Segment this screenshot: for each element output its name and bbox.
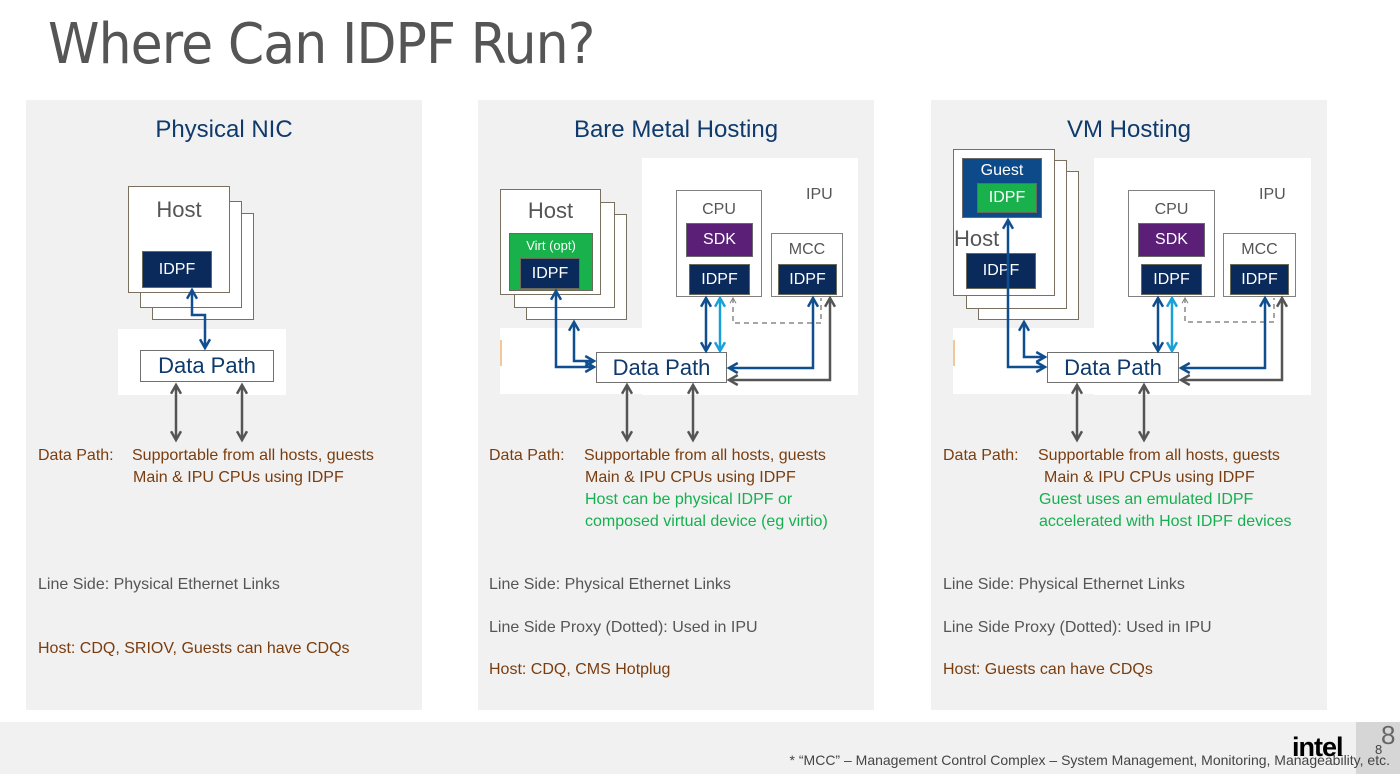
page-number-box xyxy=(1356,722,1400,774)
note-host: Host: Guests can have CDQs xyxy=(943,661,1153,678)
note-data-path-line-1: Supportable from all hosts, guests xyxy=(584,447,826,464)
note-green-line-1: Host can be physical IDPF or xyxy=(585,491,793,508)
sdk-box: SDK xyxy=(1138,223,1205,257)
ipu-label: IPU xyxy=(1259,186,1286,203)
sdk-box: SDK xyxy=(686,223,753,257)
idpf-box: IDPF xyxy=(778,264,837,295)
mcc-box: MCC IDPF xyxy=(1223,233,1296,297)
page-number-small: 8 xyxy=(1375,742,1383,757)
ipu-label: IPU xyxy=(806,186,833,203)
note-green-line-2: accelerated with Host IDPF devices xyxy=(1039,513,1292,530)
mcc-box: MCC IDPF xyxy=(771,233,843,297)
note-data-path-line-1: Supportable from all hosts, guests xyxy=(1038,447,1280,464)
slide-footer: * “MCC” – Management Control Complex – S… xyxy=(0,720,1400,774)
note-data-path-line-2: Main & IPU CPUs using IDPF xyxy=(1044,469,1255,486)
host-box: Host Virt (opt) IDPF xyxy=(500,189,601,295)
panel-bare-metal-hosting: Bare Metal Hosting IPU Host Virt (opt) I… xyxy=(478,100,874,710)
idpf-box: IDPF xyxy=(142,251,212,288)
footnote: * “MCC” – Management Control Complex – S… xyxy=(789,752,1390,768)
note-line-side: Line Side: Physical Ethernet Links xyxy=(489,576,731,593)
note-host: Host: CDQ, CMS Hotplug xyxy=(489,661,671,678)
note-host: Host: CDQ, SRIOV, Guests can have CDQs xyxy=(38,640,350,657)
note-line-side: Line Side: Physical Ethernet Links xyxy=(38,576,280,593)
note-data-path-label: Data Path: xyxy=(489,447,565,464)
panel-vm-hosting: VM Hosting IPU Guest IDPF Host IDPF CPU … xyxy=(931,100,1327,710)
panel-physical-nic: Physical NIC Host IDPF Data Path Data Pa… xyxy=(26,100,422,710)
ipu-cpu-box: CPU SDK IDPF xyxy=(676,190,762,297)
guest-label: Guest xyxy=(980,162,1024,179)
note-data-path-line-2: Main & IPU CPUs using IDPF xyxy=(133,469,344,486)
virt-opt-label: Virt (opt) xyxy=(526,238,576,253)
data-path-box: Data Path xyxy=(596,352,727,383)
panel-title: VM Hosting xyxy=(1066,116,1192,143)
cpu-label: CPU xyxy=(1154,201,1189,218)
data-path-box: Data Path xyxy=(1047,352,1179,383)
idpf-box: IDPF xyxy=(1230,264,1289,295)
note-line-side: Line Side: Physical Ethernet Links xyxy=(943,576,1185,593)
intel-logo: intel xyxy=(1292,732,1344,762)
panel-title: Bare Metal Hosting xyxy=(573,116,779,143)
idpf-box: IDPF xyxy=(1141,264,1202,295)
panel-title: Physical NIC xyxy=(155,116,293,143)
slide-title: Where Can IDPF Run? xyxy=(48,12,595,77)
mcc-label: MCC xyxy=(1241,241,1278,258)
idpf-box: IDPF xyxy=(689,264,750,295)
host-box: Host IDPF xyxy=(128,186,230,293)
guest-idpf-box: IDPF xyxy=(977,183,1037,213)
note-data-path-line-1: Supportable from all hosts, guests xyxy=(132,447,374,464)
host-label: Host xyxy=(954,226,1000,251)
note-data-path-line-2: Main & IPU CPUs using IDPF xyxy=(585,469,796,486)
note-line-side-proxy: Line Side Proxy (Dotted): Used in IPU xyxy=(489,619,758,636)
host-accent-bar xyxy=(953,340,955,366)
note-green-line-1: Guest uses an emulated IDPF xyxy=(1039,491,1254,508)
note-green-line-2: composed virtual device (eg virtio) xyxy=(585,513,828,530)
host-label: Host xyxy=(527,198,574,223)
note-data-path-label: Data Path: xyxy=(38,447,114,464)
host-idpf-box: IDPF xyxy=(966,253,1036,289)
mcc-label: MCC xyxy=(788,241,826,258)
guest-box: Guest IDPF xyxy=(962,158,1042,218)
host-accent-bar xyxy=(500,340,502,366)
virt-opt-box: Virt (opt) IDPF xyxy=(509,233,593,291)
data-path-box: Data Path xyxy=(140,350,274,382)
host-box: Guest IDPF Host IDPF xyxy=(953,149,1055,296)
note-line-side-proxy: Line Side Proxy (Dotted): Used in IPU xyxy=(943,619,1212,636)
ipu-cpu-box: CPU SDK IDPF xyxy=(1128,190,1215,297)
host-label: Host xyxy=(156,197,202,222)
cpu-label: CPU xyxy=(702,201,736,218)
page-number: 8 xyxy=(1381,720,1396,750)
idpf-box: IDPF xyxy=(520,258,580,289)
note-data-path-label: Data Path: xyxy=(943,447,1019,464)
